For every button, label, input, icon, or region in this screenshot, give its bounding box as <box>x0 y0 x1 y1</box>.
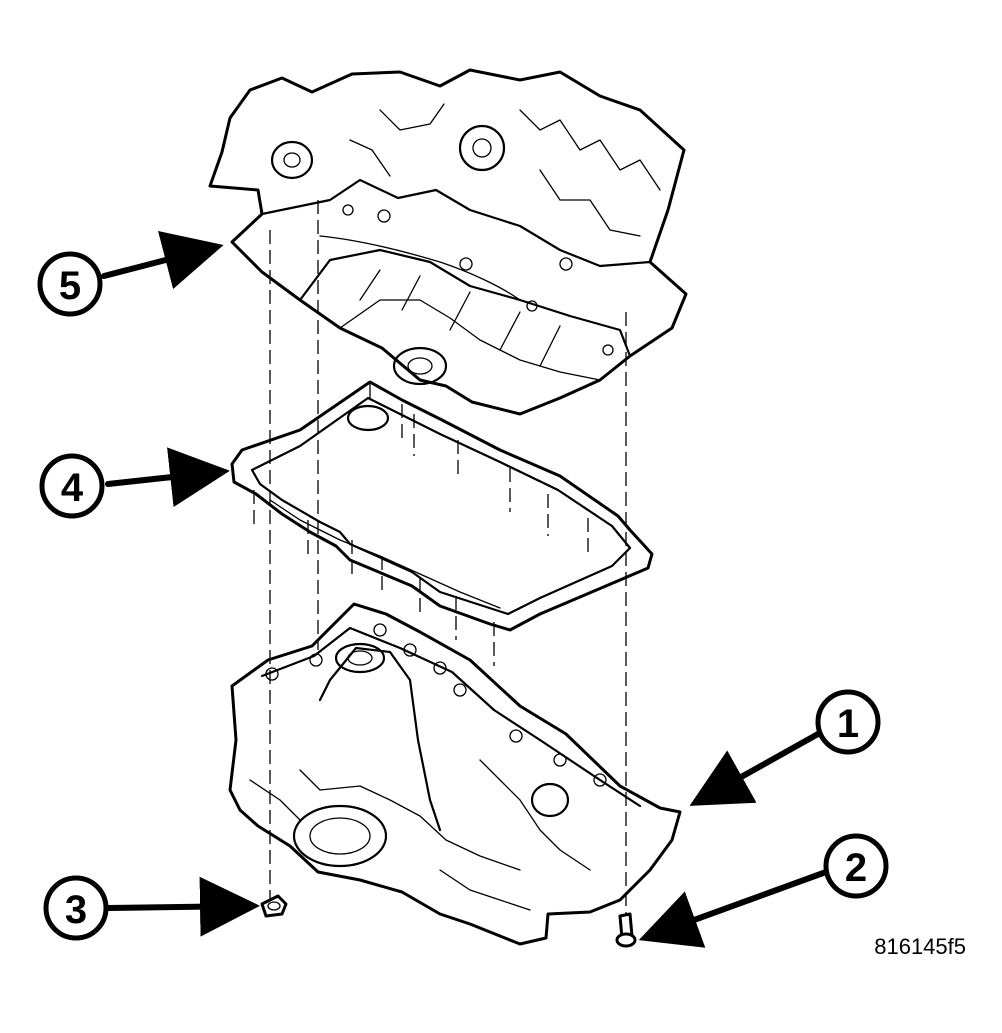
callout-4: 4 <box>39 453 105 519</box>
arrow-2 <box>638 869 829 948</box>
engine-block <box>208 68 688 416</box>
bolt <box>615 912 637 948</box>
figure-id-label: 816145f5 <box>874 934 966 959</box>
callout-5-number: 5 <box>59 264 81 308</box>
callout-1: 1 <box>815 689 881 755</box>
arrow-3 <box>105 876 260 937</box>
drain-plug <box>260 894 288 918</box>
alignment-lines <box>253 200 627 916</box>
arrow-4 <box>105 447 230 508</box>
callout-arrows <box>101 231 829 948</box>
oil-pan <box>228 602 682 946</box>
callout-2: 2 <box>823 833 889 899</box>
callout-3-number: 3 <box>65 888 87 932</box>
arrow-1 <box>689 731 821 806</box>
callout-4-number: 4 <box>61 466 84 510</box>
callout-5: 5 <box>37 251 103 317</box>
callout-1-number: 1 <box>837 702 859 746</box>
callout-3: 3 <box>43 875 109 941</box>
oil-pan-gasket <box>230 380 654 632</box>
arrow-5 <box>101 231 224 290</box>
callout-2-number: 2 <box>845 846 867 890</box>
